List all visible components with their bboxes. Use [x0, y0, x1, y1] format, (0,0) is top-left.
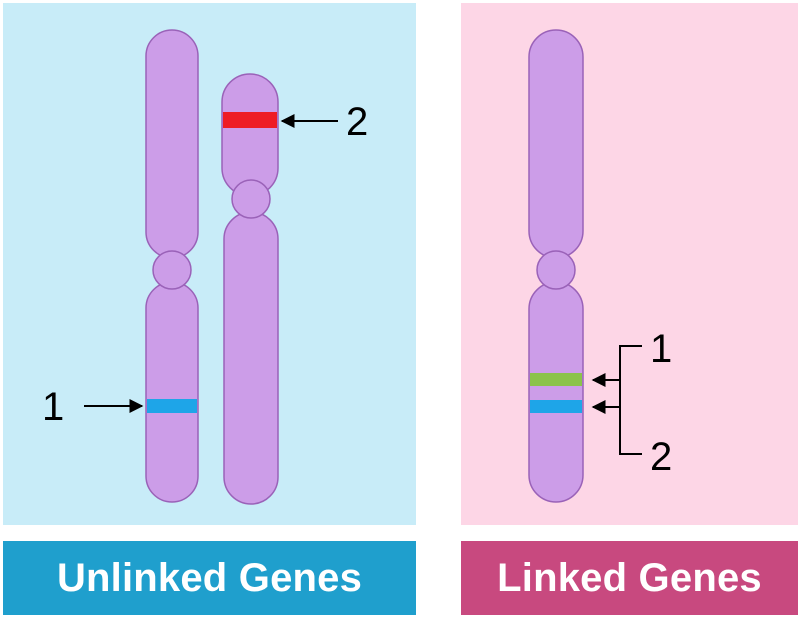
chromosome-c-centromere — [536, 250, 576, 290]
chromosome-c — [528, 29, 584, 503]
chromosome-a-upper-arm — [145, 29, 199, 259]
linked-gene-1-label: 1 — [650, 327, 672, 371]
gene-2-band — [223, 112, 277, 128]
gene-1-label: 1 — [42, 385, 64, 429]
chromosome-c-upper-arm — [528, 29, 584, 259]
gene-1-band — [147, 399, 197, 413]
unlinked-genes-title: Unlinked Genes — [3, 541, 416, 615]
linked-gene-2-label: 2 — [650, 435, 672, 479]
linked-genes-title: Linked Genes — [461, 541, 798, 615]
linked-gene-2-band — [530, 400, 582, 413]
linked-genes-bracket — [591, 345, 642, 455]
gene-2-label: 2 — [346, 100, 368, 144]
chromosome-b-short-arm — [221, 73, 279, 197]
chromosome-a-centromere — [152, 250, 192, 290]
chromosome-b — [221, 73, 279, 505]
linked-genes-panel — [461, 3, 798, 525]
chromosome-c-lower-arm — [528, 281, 584, 503]
chromosome-b-centromere — [231, 179, 271, 219]
chromosome-b-long-arm — [223, 211, 279, 505]
linked-gene-1-band — [530, 373, 582, 386]
chromosome-a — [145, 29, 199, 503]
chromosome-a-lower-arm — [145, 281, 199, 503]
unlinked-genes-panel — [3, 3, 416, 525]
